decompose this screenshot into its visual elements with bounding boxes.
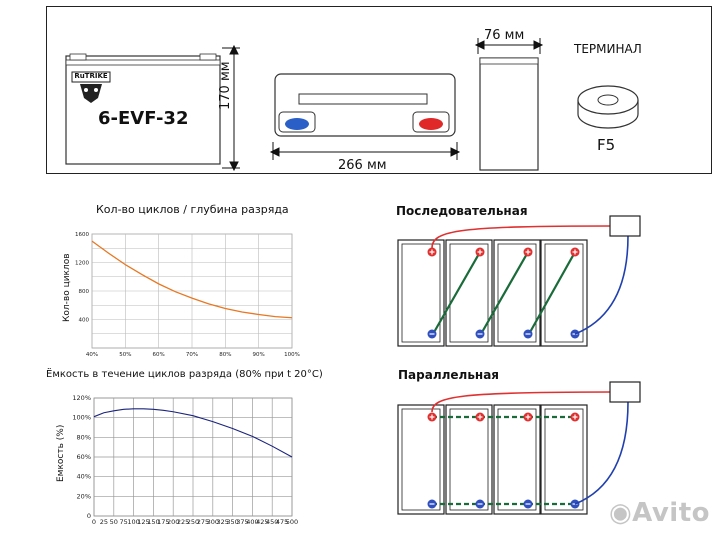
parallel-blue-wire xyxy=(574,401,629,505)
battery-top-view xyxy=(274,73,456,137)
parallel-battery xyxy=(493,404,541,515)
chart1-x-tick: 50% xyxy=(119,352,131,358)
parallel-battery xyxy=(445,404,493,515)
series-load-box xyxy=(609,215,641,237)
chart2-x-tick: 325 xyxy=(216,518,228,526)
series-title: Последовательная xyxy=(396,204,528,218)
series-link xyxy=(528,251,576,335)
series-link xyxy=(432,251,481,335)
width-dimension-label: 76 мм xyxy=(484,28,525,43)
parallel-battery xyxy=(397,404,445,515)
series-battery-inner xyxy=(401,243,441,343)
series-battery xyxy=(540,239,588,347)
chart2-x-tick: 400 xyxy=(246,518,258,526)
chart1-x-tick: 60% xyxy=(153,352,165,358)
series-link xyxy=(480,251,529,335)
chart2-x-tick: 500 xyxy=(286,518,298,526)
battery-model: 6-EVF-32 xyxy=(98,108,189,129)
parallel-title: Параллельная xyxy=(398,368,500,382)
parallel-load-box xyxy=(609,381,641,403)
chart1-y-tick: 1200 xyxy=(75,261,89,267)
height-dimension-line xyxy=(222,44,240,172)
chart1-x-tick: 80% xyxy=(219,352,231,358)
chart2-y-tick: 120% xyxy=(72,394,91,402)
chart2-y-tick: 80% xyxy=(77,433,91,441)
negative-terminal-icon xyxy=(285,118,309,130)
chart2-x-tick: 475 xyxy=(276,518,288,526)
battery-front-view xyxy=(65,53,221,165)
chart2-x-tick: 225 xyxy=(177,518,189,526)
series-battery-inner xyxy=(497,243,537,343)
chart2-x-tick: 175 xyxy=(157,518,169,526)
chart1-x-tick: 40% xyxy=(86,352,98,358)
terminal-icon xyxy=(577,85,639,129)
chart2-x-tick: 100 xyxy=(127,518,139,526)
series-battery-inner xyxy=(449,243,489,343)
chart1-title: Кол-во циклов / глубина разряда xyxy=(96,203,289,216)
chart2-x-tick: 125 xyxy=(137,518,149,526)
chart2-x-tick: 75 xyxy=(120,518,128,526)
chart2-x-tick: 425 xyxy=(256,518,268,526)
series-blue-wire xyxy=(574,235,629,335)
dimensions-panel xyxy=(46,6,712,174)
length-dimension-line xyxy=(269,142,461,160)
brand-logo-icon xyxy=(71,71,111,103)
terminal-type: F5 xyxy=(597,136,616,154)
chart1-series-line xyxy=(91,240,293,319)
series-battery xyxy=(397,239,445,347)
chart2-x-tick: 150 xyxy=(147,518,159,526)
parallel-battery-inner xyxy=(401,408,441,511)
terminal-label: ТЕРМИНАЛ xyxy=(574,42,642,56)
series-battery-inner xyxy=(544,243,584,343)
watermark-logo-icon: ◉Avito xyxy=(608,498,710,528)
chart2-x-tick: 300 xyxy=(207,518,219,526)
chart1-y-tick: 800 xyxy=(79,289,90,295)
battery-side-view xyxy=(479,57,539,171)
chart2-x-tick: 50 xyxy=(110,518,118,526)
parallel-battery-inner xyxy=(497,408,537,511)
chart2-x-tick: 450 xyxy=(266,518,278,526)
chart2-x-tick: 350 xyxy=(226,518,238,526)
parallel-red-wire xyxy=(431,391,613,413)
chart1-y-tick: 400 xyxy=(79,318,90,324)
series-battery xyxy=(445,239,493,347)
chart2-x-tick: 250 xyxy=(187,518,199,526)
chart2-x-tick: 25 xyxy=(100,518,108,526)
parallel-battery-inner xyxy=(449,408,489,511)
chart2-y-tick: 20% xyxy=(77,492,91,500)
chart2-title: Ёмкость в течение циклов разряда (80% пр… xyxy=(46,369,323,380)
chart2-y-tick: 40% xyxy=(77,473,91,481)
series-battery xyxy=(493,239,541,347)
chart2-x-tick: 375 xyxy=(236,518,248,526)
chart2-y-tick: 0 xyxy=(87,512,91,520)
width-dimension-line xyxy=(474,38,544,54)
length-dimension-label: 266 мм xyxy=(338,158,387,173)
chart1-y-tick: 1600 xyxy=(75,232,89,238)
brand-logo-text: RuTRIKE xyxy=(74,72,108,80)
chart1-x-tick: 100% xyxy=(284,352,300,358)
chart2-x-tick: 275 xyxy=(197,518,209,526)
parallel-battery-inner xyxy=(544,408,584,511)
series-red-wire xyxy=(431,225,613,249)
positive-terminal-icon xyxy=(419,118,443,130)
chart1-x-tick: 70% xyxy=(186,352,198,358)
chart2-y-tick: 100% xyxy=(72,414,91,422)
parallel-battery xyxy=(540,404,588,515)
chart2-y-tick: 60% xyxy=(77,453,91,461)
chart2-x-tick: 0 xyxy=(92,518,96,526)
chart2-x-tick: 200 xyxy=(167,518,179,526)
chart2-series-line xyxy=(93,408,293,458)
chart1-x-tick: 90% xyxy=(253,352,265,358)
